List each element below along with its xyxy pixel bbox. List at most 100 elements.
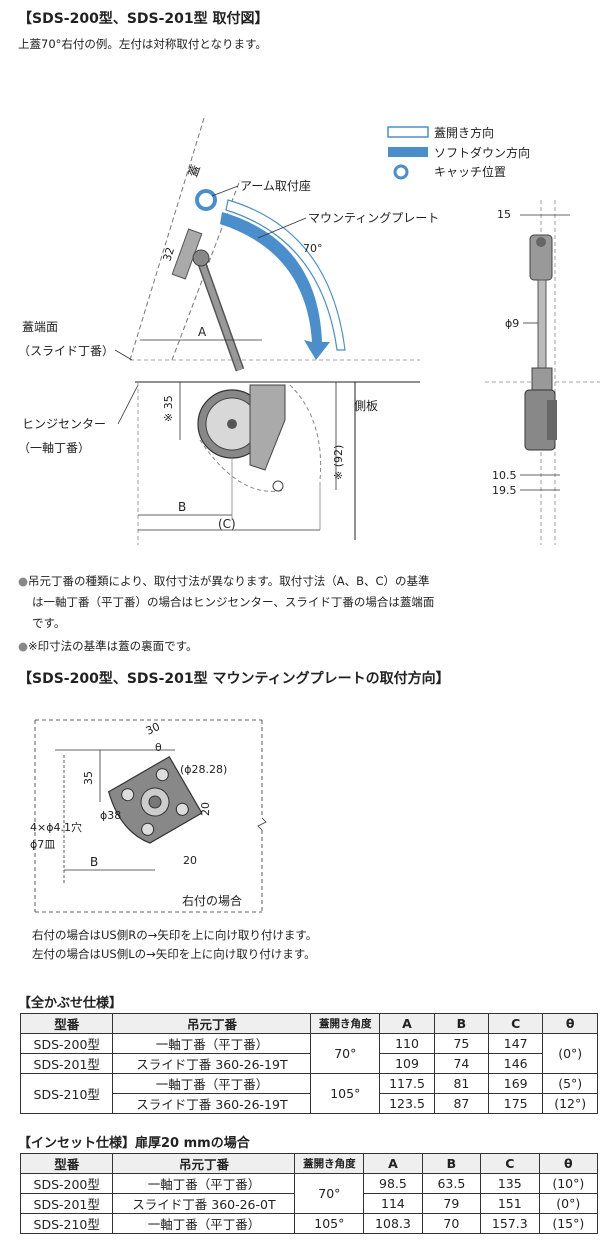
- dim-20a: 20: [199, 802, 212, 816]
- c-cell: 151: [480, 1193, 540, 1214]
- b-cell: 74: [433, 1053, 490, 1074]
- table-row: SDS-200型 一軸丁番（平丁番） 70° 98.5 63.5 135 (10…: [19, 1173, 599, 1214]
- dim-B: B: [178, 500, 186, 514]
- col-header: C: [487, 1013, 544, 1034]
- col-header: 蓋開き角度: [310, 1013, 381, 1034]
- angle-cell: 105°: [294, 1213, 365, 1234]
- dim-20b: 20: [183, 854, 197, 867]
- table-row: SDS-201型 スライド丁番 360-26-0T 114 79 151 (0°…: [19, 1193, 599, 1214]
- a-cell: 98.5: [363, 1173, 423, 1194]
- legend-catch-icon: [393, 164, 409, 180]
- theta-cell: (5°): [542, 1073, 598, 1094]
- angle-cell: 105°: [310, 1073, 381, 1114]
- table1-title: 【全かぶせ仕様】: [18, 996, 123, 1011]
- legend-catch-label: キャッチ位置: [434, 164, 506, 179]
- angle-label: 70°: [303, 242, 323, 255]
- table-row: SDS-210型 一軸丁番（平丁番） 105° 108.3 70 157.3 (…: [19, 1213, 599, 1234]
- hinge-cell: 一軸丁番（平丁番）: [112, 1173, 296, 1194]
- theta-label: θ: [155, 741, 162, 754]
- bullet-icon: ●: [18, 639, 29, 653]
- model-cell: SDS-201型: [19, 1053, 114, 1074]
- lid-label: 蓋: [186, 163, 203, 179]
- dim-92: ※ (92): [332, 445, 345, 480]
- dim-30: 30: [144, 720, 162, 738]
- b-cell: 81: [433, 1073, 490, 1094]
- c-cell: 147: [487, 1033, 544, 1054]
- hinge-center-label: ヒンジセンター: [22, 417, 106, 431]
- model-cell: SDS-200型: [19, 1033, 114, 1054]
- legend-open-swatch: [387, 126, 429, 138]
- installation-diagram: 蓋開き方向 ソフトダウン方向 キャッチ位置 蓋 アーム取付座 マウンティングプレ…: [18, 114, 600, 545]
- mounting-direction-diagram: 35 30 θ (ϕ28.28) ϕ38 20 20 4×ϕ4.1穴 ϕ7皿 B…: [30, 719, 267, 913]
- c-cell: 135: [480, 1173, 540, 1194]
- col-header: A: [363, 1153, 423, 1174]
- col-header: 蓋開き角度: [294, 1153, 365, 1174]
- damper-housing: [249, 384, 286, 471]
- hinge-cell: スライド丁番 360-26-19T: [112, 1093, 312, 1114]
- side-view: 15 ϕ9 10.5 19.5: [492, 200, 570, 545]
- c-cell: 146: [487, 1053, 544, 1074]
- col-header: θ: [538, 1153, 599, 1174]
- legend-open-label: 蓋開き方向: [434, 125, 494, 140]
- model-cell: SDS-210型: [19, 1213, 114, 1234]
- b-cell: 87: [433, 1093, 490, 1114]
- col-header: B: [421, 1153, 482, 1174]
- a-cell: 109: [379, 1053, 435, 1074]
- model-cell: SDS-200型: [19, 1173, 114, 1194]
- section1-title: 【SDS-200型、SDS-201型 取付図】: [18, 11, 269, 27]
- b-cell: 75: [433, 1033, 490, 1054]
- section2-title: 【SDS-200型、SDS-201型 マウンティングプレートの取付方向】: [18, 671, 450, 687]
- col-header: 型番: [19, 1013, 114, 1034]
- hinge-cell: スライド丁番 360-26-19T: [112, 1053, 312, 1074]
- holes-label: 4×ϕ4.1穴: [30, 820, 82, 834]
- col-header: B: [433, 1013, 490, 1034]
- col-header: 型番: [19, 1153, 114, 1174]
- inset-table: 型番 吊元丁番 蓋開き角度 A B C θ SDS-200型 一軸丁番（平丁番）…: [19, 1153, 599, 1234]
- angle-cell: 70°: [310, 1033, 381, 1074]
- theta-cell: (15°): [538, 1213, 599, 1234]
- theta-cell: (10°): [538, 1173, 599, 1194]
- table-header-row: 型番 吊元丁番 蓋開き角度 A B C θ: [19, 1153, 599, 1174]
- angle-cell: 70°: [294, 1173, 365, 1214]
- bullet-icon: ●: [18, 574, 29, 588]
- dim-C: (C): [218, 517, 236, 531]
- hinge-center-sub-label: （一軸丁番）: [18, 441, 90, 455]
- hinge-cell: 一軸丁番（平丁番）: [112, 1213, 296, 1234]
- col-header: 吊元丁番: [112, 1153, 296, 1174]
- lid-line-left: [129, 114, 206, 361]
- legend-soft-swatch: [388, 147, 428, 157]
- a-cell: 114: [363, 1193, 423, 1214]
- side-panel-label: 側板: [354, 399, 378, 413]
- b-cell: 70: [421, 1213, 482, 1234]
- note2: ●※印寸法の基準は蓋の裏面です。: [18, 639, 198, 653]
- col-header: θ: [542, 1013, 598, 1034]
- dim-phi9: ϕ9: [505, 317, 519, 330]
- dim-19-5: 19.5: [492, 484, 517, 497]
- legend-soft-label: ソフトダウン方向: [434, 145, 530, 160]
- mount-note2: 左付の場合はUS側Lの→矢印を上に向け取り付けます。: [32, 947, 316, 961]
- c-cell: 157.3: [480, 1213, 540, 1234]
- catch-position-icon: [195, 189, 217, 211]
- right-mount-caption: 右付の場合: [182, 893, 242, 908]
- note1-line2: は一軸丁番（平丁番）の場合はヒンジセンター、スライド丁番の場合は蓋端面: [32, 595, 435, 609]
- c-cell: 169: [487, 1073, 544, 1094]
- dim-35-plate: 35: [82, 771, 95, 785]
- theta-cell: (0°): [538, 1193, 599, 1214]
- mounting-plate: [107, 755, 203, 844]
- note1-line3: です。: [32, 616, 66, 630]
- dim-B-plate: B: [90, 855, 98, 869]
- theta-cell: (12°): [542, 1093, 598, 1114]
- mounting-plate-label: マウンティングプレート: [308, 211, 439, 225]
- dim-32: 32: [160, 246, 177, 263]
- note1-line1: ●吊元丁番の種類により、取付寸法が異なります。取付寸法（A、B、C）の基準: [18, 574, 430, 588]
- table-row: SDS-200型 一軸丁番（平丁番） 70° 110 75 147 (0°): [19, 1033, 598, 1074]
- lid-edge-label: 蓋端面: [22, 320, 58, 334]
- dim-35: ※ 35: [162, 395, 175, 422]
- table-row: スライド丁番 360-26-19T 123.5 87 175 (12°): [21, 1093, 598, 1114]
- model-cell: SDS-210型: [19, 1073, 114, 1114]
- col-header: 吊元丁番: [112, 1013, 312, 1034]
- dim-10-5: 10.5: [492, 469, 517, 482]
- full-overlay-table: 型番 吊元丁番 蓋開き角度 A B C θ SDS-200型 一軸丁番（平丁番）…: [19, 1013, 598, 1114]
- model-cell: SDS-201型: [19, 1193, 114, 1214]
- a-cell: 123.5: [379, 1093, 435, 1114]
